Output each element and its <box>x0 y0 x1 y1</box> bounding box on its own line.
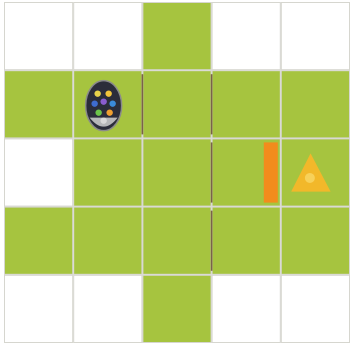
board-cell-white[interactable] <box>5 3 73 70</box>
board-cell-green[interactable] <box>281 71 349 138</box>
board-grid <box>4 2 350 343</box>
board-cell-green[interactable] <box>5 71 73 138</box>
game-board <box>4 2 350 343</box>
board-cell-white[interactable] <box>212 275 280 342</box>
board-cell-white[interactable] <box>212 3 280 70</box>
board-cell-green[interactable] <box>74 139 142 206</box>
robot-light-dot <box>105 90 111 96</box>
board-cell-green[interactable] <box>143 71 211 138</box>
board-cell-white[interactable] <box>5 275 73 342</box>
robot-light-dot <box>100 117 106 123</box>
robot-light-dot <box>100 98 106 104</box>
board-cell-green[interactable] <box>143 207 211 274</box>
board-cell-green[interactable] <box>143 3 211 70</box>
board-cell-white[interactable] <box>5 139 73 206</box>
board-cell-green[interactable] <box>281 207 349 274</box>
robot-light-dot <box>91 100 97 106</box>
board-cell-green[interactable] <box>143 139 211 206</box>
board-cell-green[interactable] <box>74 207 142 274</box>
board-cell-white[interactable] <box>281 275 349 342</box>
robot-light-dot <box>95 109 101 115</box>
robot-light-dot <box>94 90 100 96</box>
board-cell-green[interactable] <box>212 71 280 138</box>
board-cell-white[interactable] <box>74 3 142 70</box>
board-cell-white[interactable] <box>281 3 349 70</box>
board-cell-green[interactable] <box>5 207 73 274</box>
board-cell-white[interactable] <box>74 275 142 342</box>
robot-light-dot <box>109 100 115 106</box>
robot-light-dot <box>106 109 112 115</box>
board-cell-green[interactable] <box>143 275 211 342</box>
goal-center-mark <box>305 173 315 183</box>
orange-barrier-icon <box>264 142 278 202</box>
board-cell-green[interactable] <box>212 207 280 274</box>
